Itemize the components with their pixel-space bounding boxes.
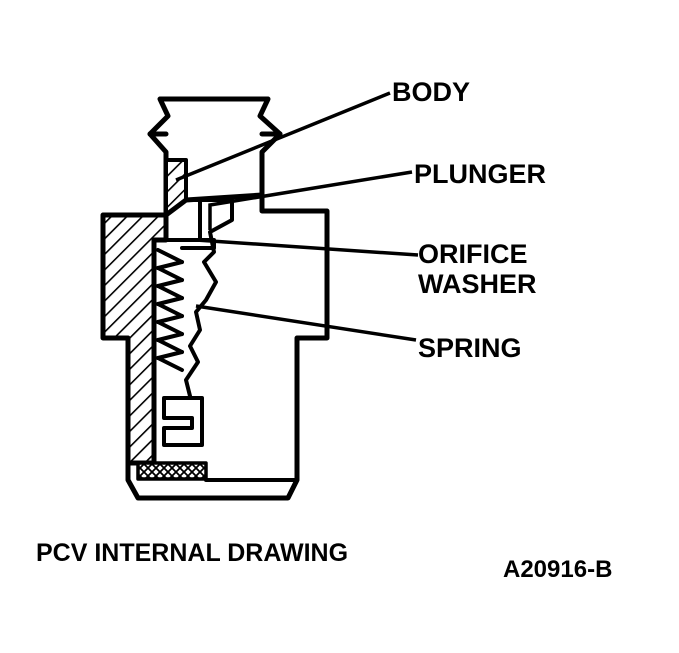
housing-outline [125, 192, 330, 501]
bottom-seat [136, 461, 208, 481]
inner-bore [152, 198, 202, 242]
figure-reference-id: A20916-B [503, 556, 612, 583]
plunger-head [162, 396, 204, 447]
valve-drawing [100, 96, 330, 501]
label-spring: SPRING [418, 333, 522, 363]
spring-leader [195, 304, 417, 342]
label-plunger: PLUNGER [414, 159, 546, 189]
orifice-leader [195, 238, 419, 257]
label-orifice: ORIFICE [418, 239, 528, 269]
spring-coils [156, 248, 184, 372]
plunger-leader [208, 170, 413, 230]
plunger [184, 198, 234, 398]
body-leader [175, 91, 391, 182]
label-washer: WASHER [418, 269, 537, 299]
leader-lines [175, 91, 419, 342]
label-body: BODY [392, 77, 470, 107]
figure-caption: PCV INTERNAL DRAWING [36, 539, 348, 567]
